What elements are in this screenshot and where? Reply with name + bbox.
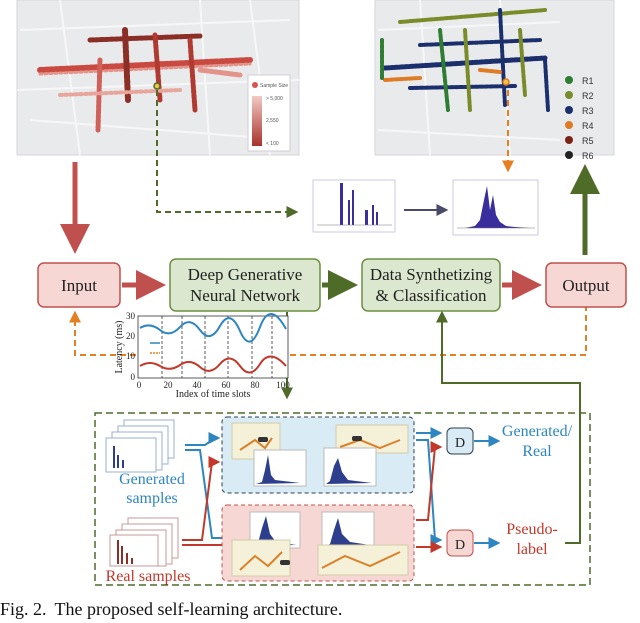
xtick-60: 60 xyxy=(222,380,232,390)
real-sample-stack xyxy=(109,517,179,567)
left-legend-tick-high: > 5,000 xyxy=(266,96,283,102)
latency-plot: 30 20 10 0 0 20 40 60 80 100 Index of ti… xyxy=(114,311,290,400)
bottom-to-d1-arrow xyxy=(416,441,443,521)
generated-samples-label-2: samples xyxy=(126,490,178,507)
xtick-80: 80 xyxy=(251,380,261,390)
synth-label-2: & Classification xyxy=(376,286,487,305)
ytick-10: 10 xyxy=(126,351,136,361)
legend-r5: R5 xyxy=(582,136,594,146)
left-legend-title: Sample Size xyxy=(260,83,288,89)
dense-histogram xyxy=(452,179,539,236)
output-label: Output xyxy=(562,276,610,295)
generative-network-node: Deep Generative Neural Network xyxy=(169,258,321,312)
generated-sample-stack xyxy=(105,419,175,473)
caption-label: Fig. 2. xyxy=(0,599,47,619)
real-samples-label: Real samples xyxy=(106,568,191,585)
legend-r2: R2 xyxy=(582,91,594,101)
legend-r4: R4 xyxy=(582,121,594,131)
training-frame xyxy=(94,412,591,586)
real-to-top-panel-arrow xyxy=(182,456,221,541)
xtick-20: 20 xyxy=(164,380,174,390)
generated-samples-label-1: Generated xyxy=(119,471,185,488)
synth-label-1: Data Synthetizing xyxy=(370,265,493,284)
discriminator-2: D xyxy=(446,529,474,557)
ytick-0: 0 xyxy=(131,372,136,382)
generative-label-2: Neural Network xyxy=(190,286,300,305)
pseudo-label-to-synth-arrow xyxy=(436,310,581,544)
legend-r3: R3 xyxy=(582,106,594,116)
legend-r6: R6 xyxy=(582,151,594,161)
xtick-40: 40 xyxy=(193,380,203,390)
input-node: Input xyxy=(37,262,121,308)
output-node: Output xyxy=(545,262,627,308)
gen-to-top-panel-arrow xyxy=(185,432,221,446)
generative-label-1: Deep Generative xyxy=(188,265,303,284)
left-heat-map: Sample Size > 5,000 2,550 < 100 xyxy=(16,0,300,156)
legend-r1: R1 xyxy=(582,76,594,86)
ytick-30: 30 xyxy=(126,311,136,321)
pseudo-label-2: label xyxy=(516,541,548,558)
caption-text: The proposed self-learning architecture. xyxy=(54,599,343,619)
generated-combined-panel xyxy=(221,416,415,494)
latency-ylabel: Latency (ms) xyxy=(114,320,125,373)
discriminator-1: D xyxy=(446,427,474,455)
ytick-20: 20 xyxy=(126,331,136,341)
left-legend-tick-mid: 2,550 xyxy=(266,118,279,124)
right-legend: R1 R2 R3 R4 R5 R6 xyxy=(565,76,594,161)
xtick-0: 0 xyxy=(137,380,142,390)
figure-caption: Fig. 2. The proposed self-learning archit… xyxy=(0,599,640,620)
dashed-map-to-histogram xyxy=(156,90,299,218)
real-combined-panel xyxy=(221,504,415,582)
top-to-d2-arrow xyxy=(416,439,443,546)
generated-real-label-2: Real xyxy=(522,443,552,460)
xtick-100: 100 xyxy=(276,380,290,390)
feedback-loop-dashed xyxy=(69,305,587,356)
left-legend-tick-low: < 100 xyxy=(266,141,279,147)
pseudo-label-1: Pseudo- xyxy=(506,521,558,538)
synthesizing-node: Data Synthetizing & Classification xyxy=(361,258,501,312)
latency-xlabel: Index of time slots xyxy=(176,389,251,400)
sparse-histogram xyxy=(312,179,396,233)
input-label: Input xyxy=(61,276,97,295)
generated-real-label-1: Generated/ xyxy=(502,423,573,440)
discriminator-2-label: D xyxy=(455,538,465,553)
discriminator-1-label: D xyxy=(455,436,465,451)
right-cluster-map xyxy=(374,0,615,156)
